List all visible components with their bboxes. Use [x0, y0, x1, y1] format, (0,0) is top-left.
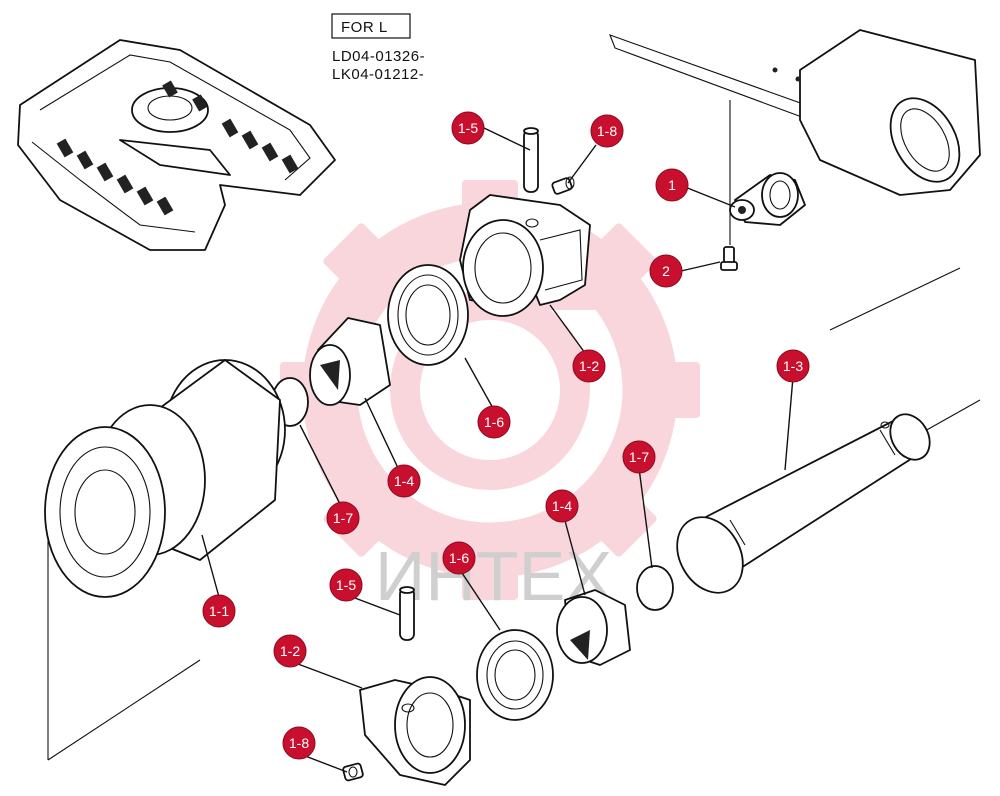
svg-text:1-5: 1-5: [458, 120, 478, 136]
callout-1-3: 1-3: [776, 349, 810, 383]
leader-lines: [201, 127, 794, 773]
svg-text:1-5: 1-5: [336, 577, 356, 593]
bushing-upper: [309, 317, 391, 406]
callout-1-8-lower: 1-8: [282, 726, 316, 760]
callout-1-7-lower: 1-7: [622, 440, 656, 474]
svg-text:1-2: 1-2: [579, 358, 599, 374]
callout-1-2-upper: 1-2: [572, 349, 606, 383]
svg-text:1: 1: [668, 177, 676, 193]
svg-text:1-6: 1-6: [449, 550, 469, 566]
bushing-lower: [556, 589, 631, 666]
callout-1-8-upper: 1-8: [590, 114, 624, 148]
collar-upper: [459, 194, 591, 317]
svg-text:1-2: 1-2: [280, 643, 300, 659]
track-roller: [44, 359, 286, 761]
svg-text:1-8: 1-8: [597, 123, 617, 139]
svg-text:1-6: 1-6: [484, 414, 504, 430]
seal-lower: [476, 629, 554, 721]
callout-1-5-upper: 1-5: [451, 111, 485, 145]
serial-line-2: LK04-01212-: [332, 66, 424, 83]
seal-upper: [387, 264, 469, 366]
bolt: [720, 246, 738, 271]
svg-text:1-4: 1-4: [552, 498, 572, 514]
track-frame: [609, 29, 981, 446]
callout-1-6-upper: 1-6: [477, 405, 511, 439]
callout-1-1: 1-1: [202, 594, 236, 628]
roller-assembly: [729, 172, 806, 226]
plug-lower: [342, 762, 364, 782]
o-ring-lower: [636, 565, 674, 611]
undercarriage-overview: [17, 39, 336, 251]
svg-text:1-7: 1-7: [333, 510, 353, 526]
svg-text:2: 2: [662, 263, 670, 279]
plug-upper: [551, 176, 575, 195]
pin-upper: [523, 127, 539, 193]
svg-text:1-4: 1-4: [394, 473, 414, 489]
callout-1-2-lower: 1-2: [273, 634, 307, 668]
variant-tag-box: [331, 13, 411, 39]
pin-lower: [399, 586, 415, 641]
svg-text:1-1: 1-1: [209, 603, 229, 619]
svg-text:1-8: 1-8: [289, 735, 309, 751]
callout-1: 1: [655, 168, 689, 202]
callout-1-7-upper: 1-7: [326, 501, 360, 535]
callout-1-6-lower: 1-6: [442, 541, 476, 575]
svg-text:1-7: 1-7: [629, 449, 649, 465]
collar-lower: [359, 676, 471, 786]
variant-tag-label: FOR L: [341, 19, 388, 36]
serial-line-1: LD04-01326-: [332, 48, 425, 65]
callout-1-4-lower: 1-4: [545, 489, 579, 523]
callout-1-4-upper: 1-4: [387, 464, 421, 498]
callout-2: 2: [649, 254, 683, 288]
roller-shaft: [676, 413, 931, 594]
callout-1-5-lower: 1-5: [329, 568, 363, 602]
svg-text:1-3: 1-3: [783, 358, 803, 374]
